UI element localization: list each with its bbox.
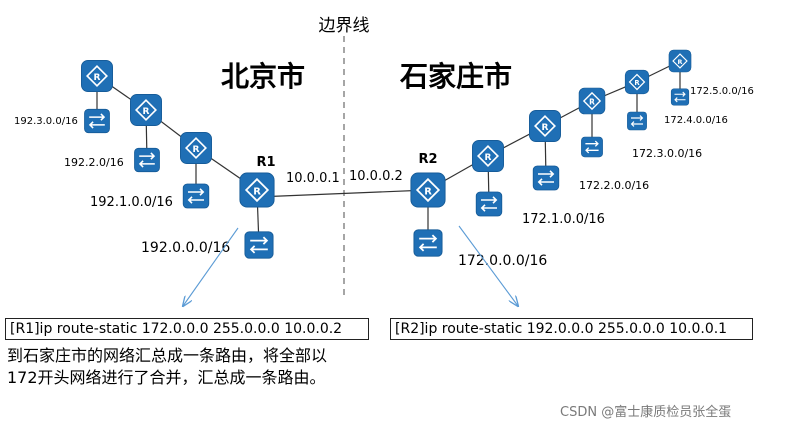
- svg-text:R: R: [424, 187, 432, 198]
- net-label: 192.0.0.0/16: [141, 240, 230, 256]
- arrow-to-r1-command: [183, 227, 239, 306]
- switch-icon: [532, 165, 560, 191]
- net-label: 192.2.0/16: [64, 156, 124, 169]
- switches: [84, 88, 690, 259]
- arrow-to-r2-command: [458, 225, 518, 306]
- net-label: 192.1.0.0/16: [90, 195, 173, 210]
- switch-icon: [413, 229, 443, 257]
- net-label: 192.3.0.0/16: [14, 116, 78, 127]
- svg-text:R: R: [542, 123, 549, 133]
- svg-text:R: R: [193, 145, 200, 155]
- switch-icon: [475, 191, 503, 217]
- svg-text:R: R: [485, 153, 492, 163]
- region-title-shijiazhuang: 石家庄市: [399, 60, 512, 93]
- svg-text:R: R: [589, 97, 595, 106]
- svg-text:R: R: [94, 73, 101, 83]
- ip-r1: 10.0.0.1: [286, 171, 340, 186]
- router-icon: R: [239, 172, 275, 208]
- router-icon: R: [81, 60, 113, 92]
- svg-text:R: R: [253, 187, 261, 198]
- svg-text:R: R: [678, 58, 683, 66]
- summary-note: 到石家庄市的网络汇总成一条路由，将全部以172开头网络进行了合并，汇总成一条路由…: [7, 346, 328, 387]
- switch-icon: [244, 231, 274, 259]
- ip-r2: 10.0.0.2: [349, 169, 403, 184]
- router-icon: R: [180, 132, 212, 164]
- router-icon: R: [529, 110, 561, 142]
- svg-text:R: R: [143, 107, 150, 117]
- net-label: 172.3.0.0/16: [632, 147, 702, 160]
- router-icon: R: [578, 87, 606, 115]
- router-label-r1: R1: [256, 155, 275, 170]
- net-label: 172.1.0.0/16: [522, 212, 605, 227]
- net-label: 172.0.0.0/16: [458, 253, 547, 269]
- switch-icon: [84, 108, 110, 134]
- svg-text:R: R: [634, 79, 640, 87]
- switch-icon: [182, 183, 210, 209]
- net-label: 172.5.0.0/16: [690, 86, 754, 97]
- link-r1-r2: [256, 189, 429, 198]
- region-title-beijing: 北京市: [221, 60, 305, 93]
- router-icon: R: [624, 69, 650, 95]
- router-icon: R: [410, 172, 446, 208]
- switch-icon: [627, 111, 647, 131]
- watermark: CSDN @富士康质检员张全蛋: [560, 405, 732, 420]
- routers: R R R R R: [81, 49, 692, 208]
- switch-icon: [134, 147, 160, 173]
- r2-command-box: [R2]ip route-static 192.0.0.0 255.0.0.0 …: [390, 318, 753, 340]
- net-label: 172.4.0.0/16: [664, 115, 728, 126]
- router-icon: R: [472, 140, 504, 172]
- boundary-label: 边界线: [319, 16, 370, 36]
- switch-icon: [670, 88, 690, 106]
- router-label-r2: R2: [418, 152, 437, 167]
- net-label: 172.2.0.0/16: [579, 179, 649, 192]
- router-icon: R: [668, 49, 692, 73]
- router-icon: R: [130, 94, 162, 126]
- switch-icon: [581, 136, 603, 158]
- r1-command-box: [R1]ip route-static 172.0.0.0 255.0.0.0 …: [5, 318, 369, 340]
